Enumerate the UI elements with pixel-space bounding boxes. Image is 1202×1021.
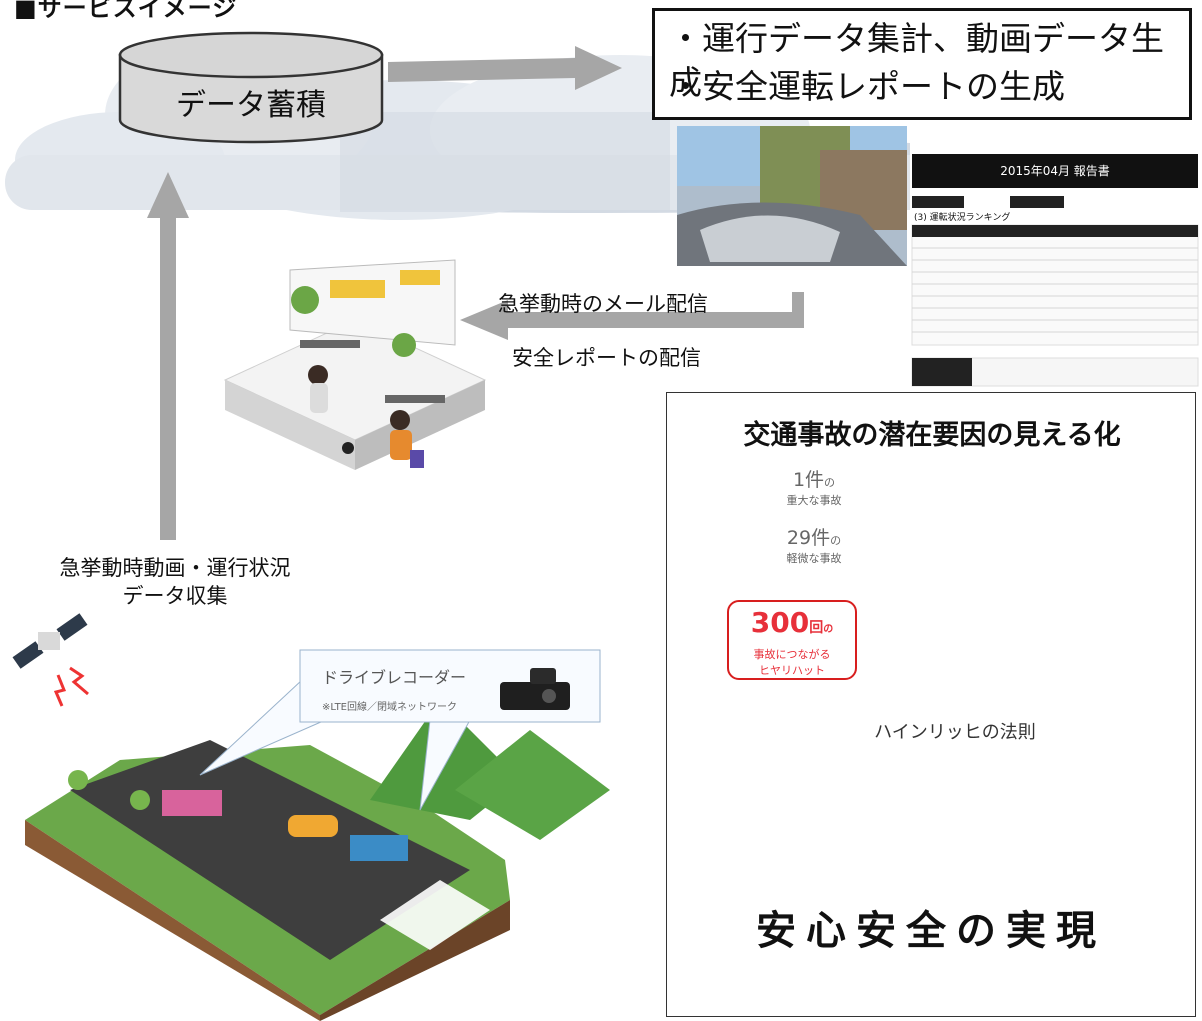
output-box: ・運行データ集計、動画データ生成 ・安全運転レポートの生成: [652, 8, 1192, 120]
database-icon: [118, 31, 384, 144]
recorder-callout: [199, 649, 601, 811]
visualization-panel: 交通事故の潜在要因の見える化: [666, 392, 1196, 1017]
arrow-to-output: [388, 46, 622, 90]
office-illustration: [223, 259, 487, 470]
heinrich-29: 29件の 軽微な事故: [786, 527, 842, 565]
storage-label: データ蓄積: [176, 88, 326, 123]
satellite-icon: [12, 613, 89, 707]
result-label: 安心安全の実現: [756, 908, 1106, 954]
report-title: 2015年04月 報告書: [912, 154, 1198, 188]
heinrich-1: 1件の 重大な事故: [786, 469, 842, 507]
collection-label-2: データ収集: [122, 584, 228, 608]
report-section: (3) 運転状況ランキング: [914, 213, 1011, 223]
recorder-sub: ※LTE回線／閉域ネットワーク: [322, 702, 457, 713]
arrow-up-collection: [147, 172, 189, 540]
page-title: ■サービスイメージ: [14, 0, 238, 22]
arrow-distribution: [460, 292, 804, 340]
road-scene: [25, 700, 610, 1021]
step-2: ドライバーの教育・指導: [886, 793, 994, 840]
output-line-2: ・安全運転レポートの生成: [669, 67, 1065, 106]
bottom-label: 潜在: [938, 613, 961, 670]
near-miss-box: 300回の 事故につながる ヒヤリハット: [727, 600, 857, 680]
collection-label-1: 急挙動時動画・運行状況: [59, 556, 291, 580]
report-distribution-label: 安全レポートの配信: [512, 346, 701, 370]
step-1: 潜在要因の見える化: [744, 793, 834, 840]
output-line-1: ・運行データ集計、動画データ生成: [669, 19, 1164, 102]
mail-distribution-label: 急挙動時のメール配信: [498, 292, 708, 316]
recorder-title: ドライブレコーダー: [322, 668, 467, 687]
heinrich-law-label: ハインリッヒの法則: [874, 722, 1036, 743]
panel-title: 交通事故の潜在要因の見える化: [743, 420, 1121, 451]
step-3: 交通事故の減少: [1038, 793, 1129, 840]
top-label: 顕著化: [942, 501, 958, 559]
dashcam-photo: [677, 126, 907, 266]
